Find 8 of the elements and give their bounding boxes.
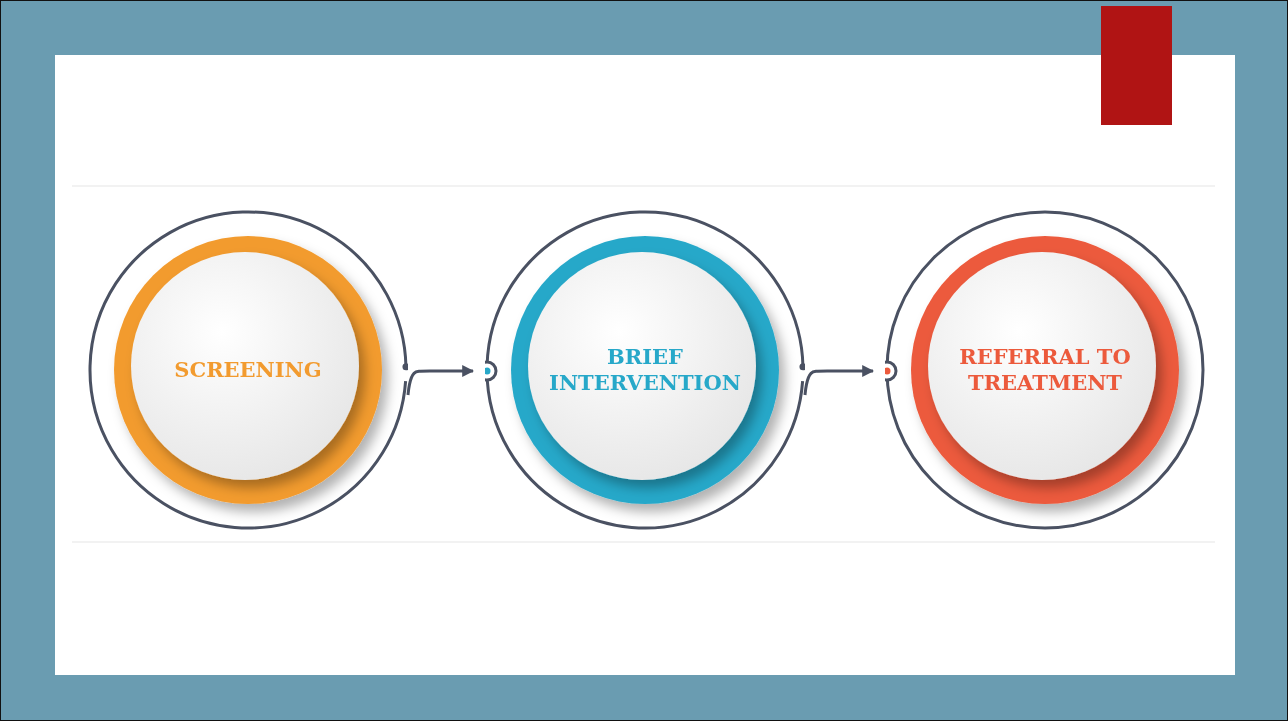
connector-arrow <box>406 365 475 396</box>
step-label: REFERRAL TO TREATMENT <box>958 343 1132 397</box>
step-circle <box>885 210 1205 530</box>
step-label: BRIEF INTERVENTION <box>548 343 742 397</box>
step-circle <box>88 210 408 530</box>
step-label: SCREENING <box>174 356 322 384</box>
step-circle <box>485 210 805 530</box>
connector-arrow <box>803 365 875 396</box>
